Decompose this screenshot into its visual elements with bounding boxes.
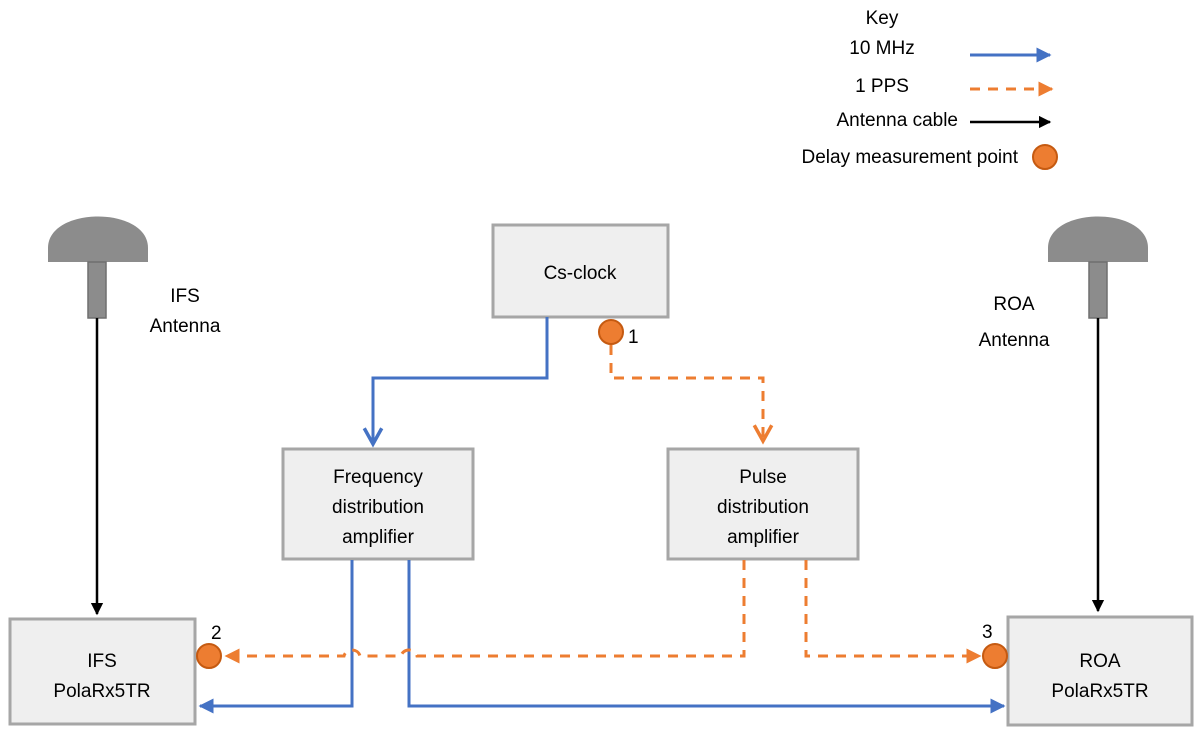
delay-point-1-icon xyxy=(598,319,624,345)
delay-point-3-label: 3 xyxy=(982,622,993,643)
legend-antenna-cable-label: Antenna cable xyxy=(837,110,959,131)
pulse-distribution-amplifier-box xyxy=(666,447,860,561)
pulse-amp-to-ifs-1pps xyxy=(224,560,746,664)
cs-clock-label: Cs-clock xyxy=(544,263,617,284)
legend-1pps-label: 1 PPS xyxy=(855,76,909,97)
orange-dot-icon xyxy=(1032,144,1058,170)
cs-clock-to-freq-amp-10mhz xyxy=(373,317,549,444)
roa-receiver-label-line2: PolaRx5TR xyxy=(1051,681,1148,702)
ifs-antenna-icon xyxy=(48,216,148,319)
ifs-antenna-label-line2: Antenna xyxy=(150,316,221,337)
cs-clock-to-pulse-amp-1pps xyxy=(609,345,763,441)
pulse-amp-label-line1: Pulse xyxy=(739,467,787,488)
roa-antenna-label-line1: ROA xyxy=(993,294,1035,315)
freq-amp-to-ifs-10mhz xyxy=(198,560,354,714)
delay-point-1-label: 1 xyxy=(628,327,639,348)
legend-delay-point-label: Delay measurement point xyxy=(802,147,1019,168)
roa-receiver-label-line1: ROA xyxy=(1079,651,1121,672)
legend: Key 10 MHz 1 PPS Antenna cable Delay mea… xyxy=(802,8,1058,170)
delay-point-2-icon xyxy=(196,643,222,669)
freq-amp-label-line3: amplifier xyxy=(342,527,414,548)
frequency-distribution-amplifier-box xyxy=(281,447,475,561)
freq-amp-label-line2: distribution xyxy=(332,497,424,518)
legend-10mhz-label: 10 MHz xyxy=(849,38,914,59)
legend-title: Key xyxy=(866,8,899,29)
ifs-antenna-label-line1: IFS xyxy=(170,286,200,307)
pulse-amp-label-line3: amplifier xyxy=(727,527,799,548)
ifs-receiver-box xyxy=(8,617,197,726)
delay-point-3-icon xyxy=(982,643,1008,669)
freq-amp-to-roa-10mhz xyxy=(407,560,1006,714)
pulse-amp-to-roa-1pps xyxy=(804,560,982,664)
freq-amp-label-line1: Frequency xyxy=(333,467,423,488)
ifs-receiver-label-line2: PolaRx5TR xyxy=(53,681,150,702)
ifs-receiver-label-line1: IFS xyxy=(87,651,117,672)
roa-antenna-icon xyxy=(1048,216,1148,319)
delay-point-2-label: 2 xyxy=(211,623,222,644)
cs-clock-box xyxy=(491,223,670,319)
roa-antenna-label-line2: Antenna xyxy=(979,330,1050,351)
pulse-amp-label-line2: distribution xyxy=(717,497,809,518)
roa-receiver-box xyxy=(1006,615,1194,727)
